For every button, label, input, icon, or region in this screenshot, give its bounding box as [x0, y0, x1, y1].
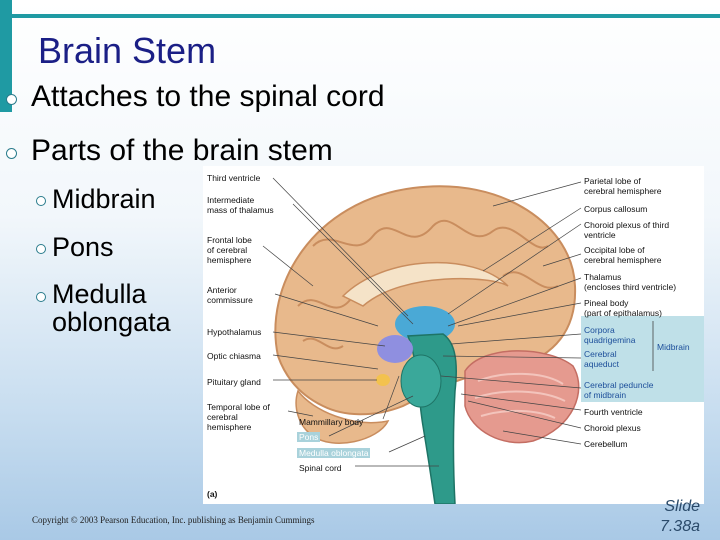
- label-frontal-lobe: Frontal lobe of cerebral hemisphere: [207, 235, 252, 265]
- corpus-callosum-shape: [341, 261, 509, 307]
- right-leader-lines: [440, 181, 582, 445]
- label-spinal-cord: Spinal cord: [299, 463, 342, 473]
- bullet-icon: [6, 148, 17, 159]
- label-anterior-commissure: Anterior commissure: [207, 285, 253, 305]
- label-thalamus: Thalamus (encloses third ventricle): [584, 272, 677, 292]
- slide-label: Slide: [664, 498, 700, 515]
- sub-bullet-text: Medulla oblongata: [52, 279, 171, 337]
- slide-title: Brain Stem: [38, 30, 217, 71]
- sub-bullet-text: Pons: [52, 232, 114, 262]
- slide-number-value: 7.38a: [659, 518, 700, 535]
- cerebellum-shape: [464, 350, 580, 444]
- label-medulla-oblongata: Medulla oblongata: [297, 448, 371, 458]
- accent-bar: [0, 0, 12, 112]
- label-fourth-ventricle: Fourth ventricle: [584, 407, 643, 417]
- label-mammillary-body: Mammillary body: [299, 417, 364, 427]
- label-choroid-plexus: Choroid plexus: [584, 423, 641, 433]
- label-hypothalamus: Hypothalamus: [207, 327, 262, 337]
- bullet-text: Attaches to the spinal cord: [31, 80, 385, 113]
- cerebellum-folia: [474, 372, 566, 419]
- label-intermediate-mass: Intermediate mass of thalamus: [207, 195, 274, 215]
- sub-bullet-text: Midbrain: [52, 184, 156, 214]
- bullet-item: Parts of the brain stem: [6, 134, 333, 168]
- label-occipital-lobe: Occipital lobe of cerebral hemisphere: [584, 245, 662, 265]
- label-temporal-lobe: Temporal lobe of cerebral hemisphere: [207, 402, 270, 432]
- label-third-ventricle: Third ventricle: [207, 173, 261, 183]
- bullet-icon: [36, 244, 46, 254]
- sub-bullet-item: Medulla oblongata: [36, 280, 171, 336]
- sub-bullet-item: Midbrain: [36, 184, 156, 215]
- header-rule: [0, 14, 720, 18]
- pituitary-shape: [376, 374, 390, 386]
- bullet-text: Parts of the brain stem: [31, 134, 333, 167]
- pons-shape: [400, 354, 442, 408]
- label-cerebellum: Cerebellum: [584, 439, 628, 449]
- label-optic-chiasma: Optic chiasma: [207, 351, 261, 361]
- thalamus-shape: [395, 306, 455, 342]
- gyri-pattern: [312, 219, 549, 249]
- label-parietal-lobe: Parietal lobe of cerebral hemisphere: [584, 176, 662, 196]
- label-pituitary-gland: Pituitary gland: [207, 377, 261, 387]
- label-pineal-body: Pineal body (part of epithalamus): [584, 298, 662, 318]
- panel-letter: (a): [207, 489, 218, 499]
- slide-number: Slide 7.38a: [660, 497, 700, 537]
- bullet-icon: [6, 94, 17, 105]
- label-pons: Pons: [297, 432, 321, 442]
- label-cerebral-peduncle: Cerebral peduncle of midbrain: [584, 380, 654, 400]
- bullet-icon: [36, 292, 46, 302]
- brain-sagittal-figure: Third ventricle Intermediate mass of tha…: [203, 166, 704, 504]
- label-cerebral-aqueduct: Cerebral aqueduct: [584, 349, 619, 369]
- label-corpus-callosum: Corpus callosum: [584, 204, 648, 214]
- bullet-item: Attaches to the spinal cord: [6, 80, 385, 114]
- sub-bullet-item: Pons: [36, 232, 114, 263]
- label-corpora-quadrigemina: Corpora quadrigemina: [584, 325, 636, 345]
- midbrain-highlight-panel: [581, 316, 704, 402]
- hypothalamus-shape: [377, 335, 413, 363]
- label-choroid-plexus-third: Choroid plexus of third ventricle: [584, 220, 670, 240]
- brain-illustration: [262, 177, 654, 504]
- left-leader-lines: [262, 177, 439, 467]
- copyright-notice: Copyright © 2003 Pearson Education, Inc.…: [32, 515, 315, 525]
- bullet-icon: [36, 196, 46, 206]
- label-midbrain-group: Midbrain: [657, 342, 690, 352]
- temporal-lobe-shape: [295, 389, 390, 444]
